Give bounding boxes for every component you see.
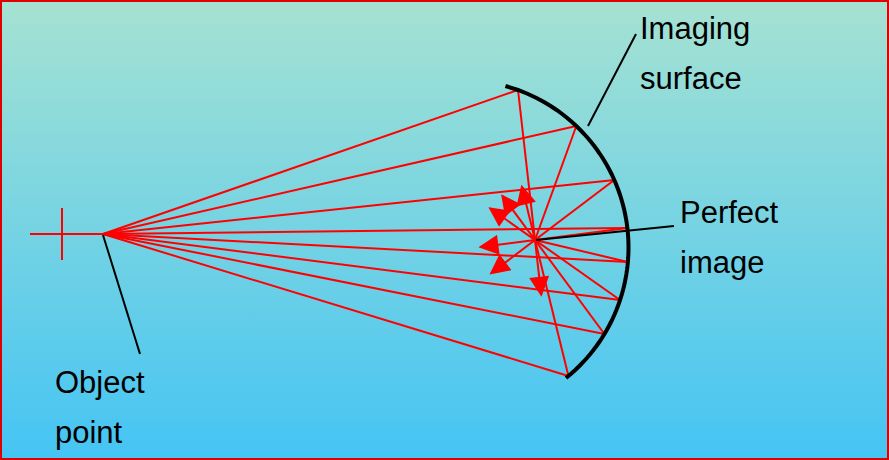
object-label: Object point bbox=[55, 358, 185, 458]
incident-ray bbox=[103, 126, 576, 234]
reflected-ray bbox=[535, 126, 576, 240]
image-label: Perfect image bbox=[680, 188, 840, 288]
light-rays bbox=[103, 90, 628, 376]
reflected-ray bbox=[518, 90, 541, 295]
leader-lines bbox=[103, 34, 674, 354]
reflected-ray bbox=[491, 180, 614, 273]
surface-label: Imaging surface bbox=[640, 4, 790, 104]
incident-ray bbox=[103, 234, 604, 334]
incident-ray bbox=[103, 234, 568, 376]
object-cross bbox=[30, 208, 103, 260]
incident-ray bbox=[103, 180, 614, 234]
reflected-ray bbox=[490, 208, 620, 300]
reflected-ray bbox=[522, 187, 569, 376]
